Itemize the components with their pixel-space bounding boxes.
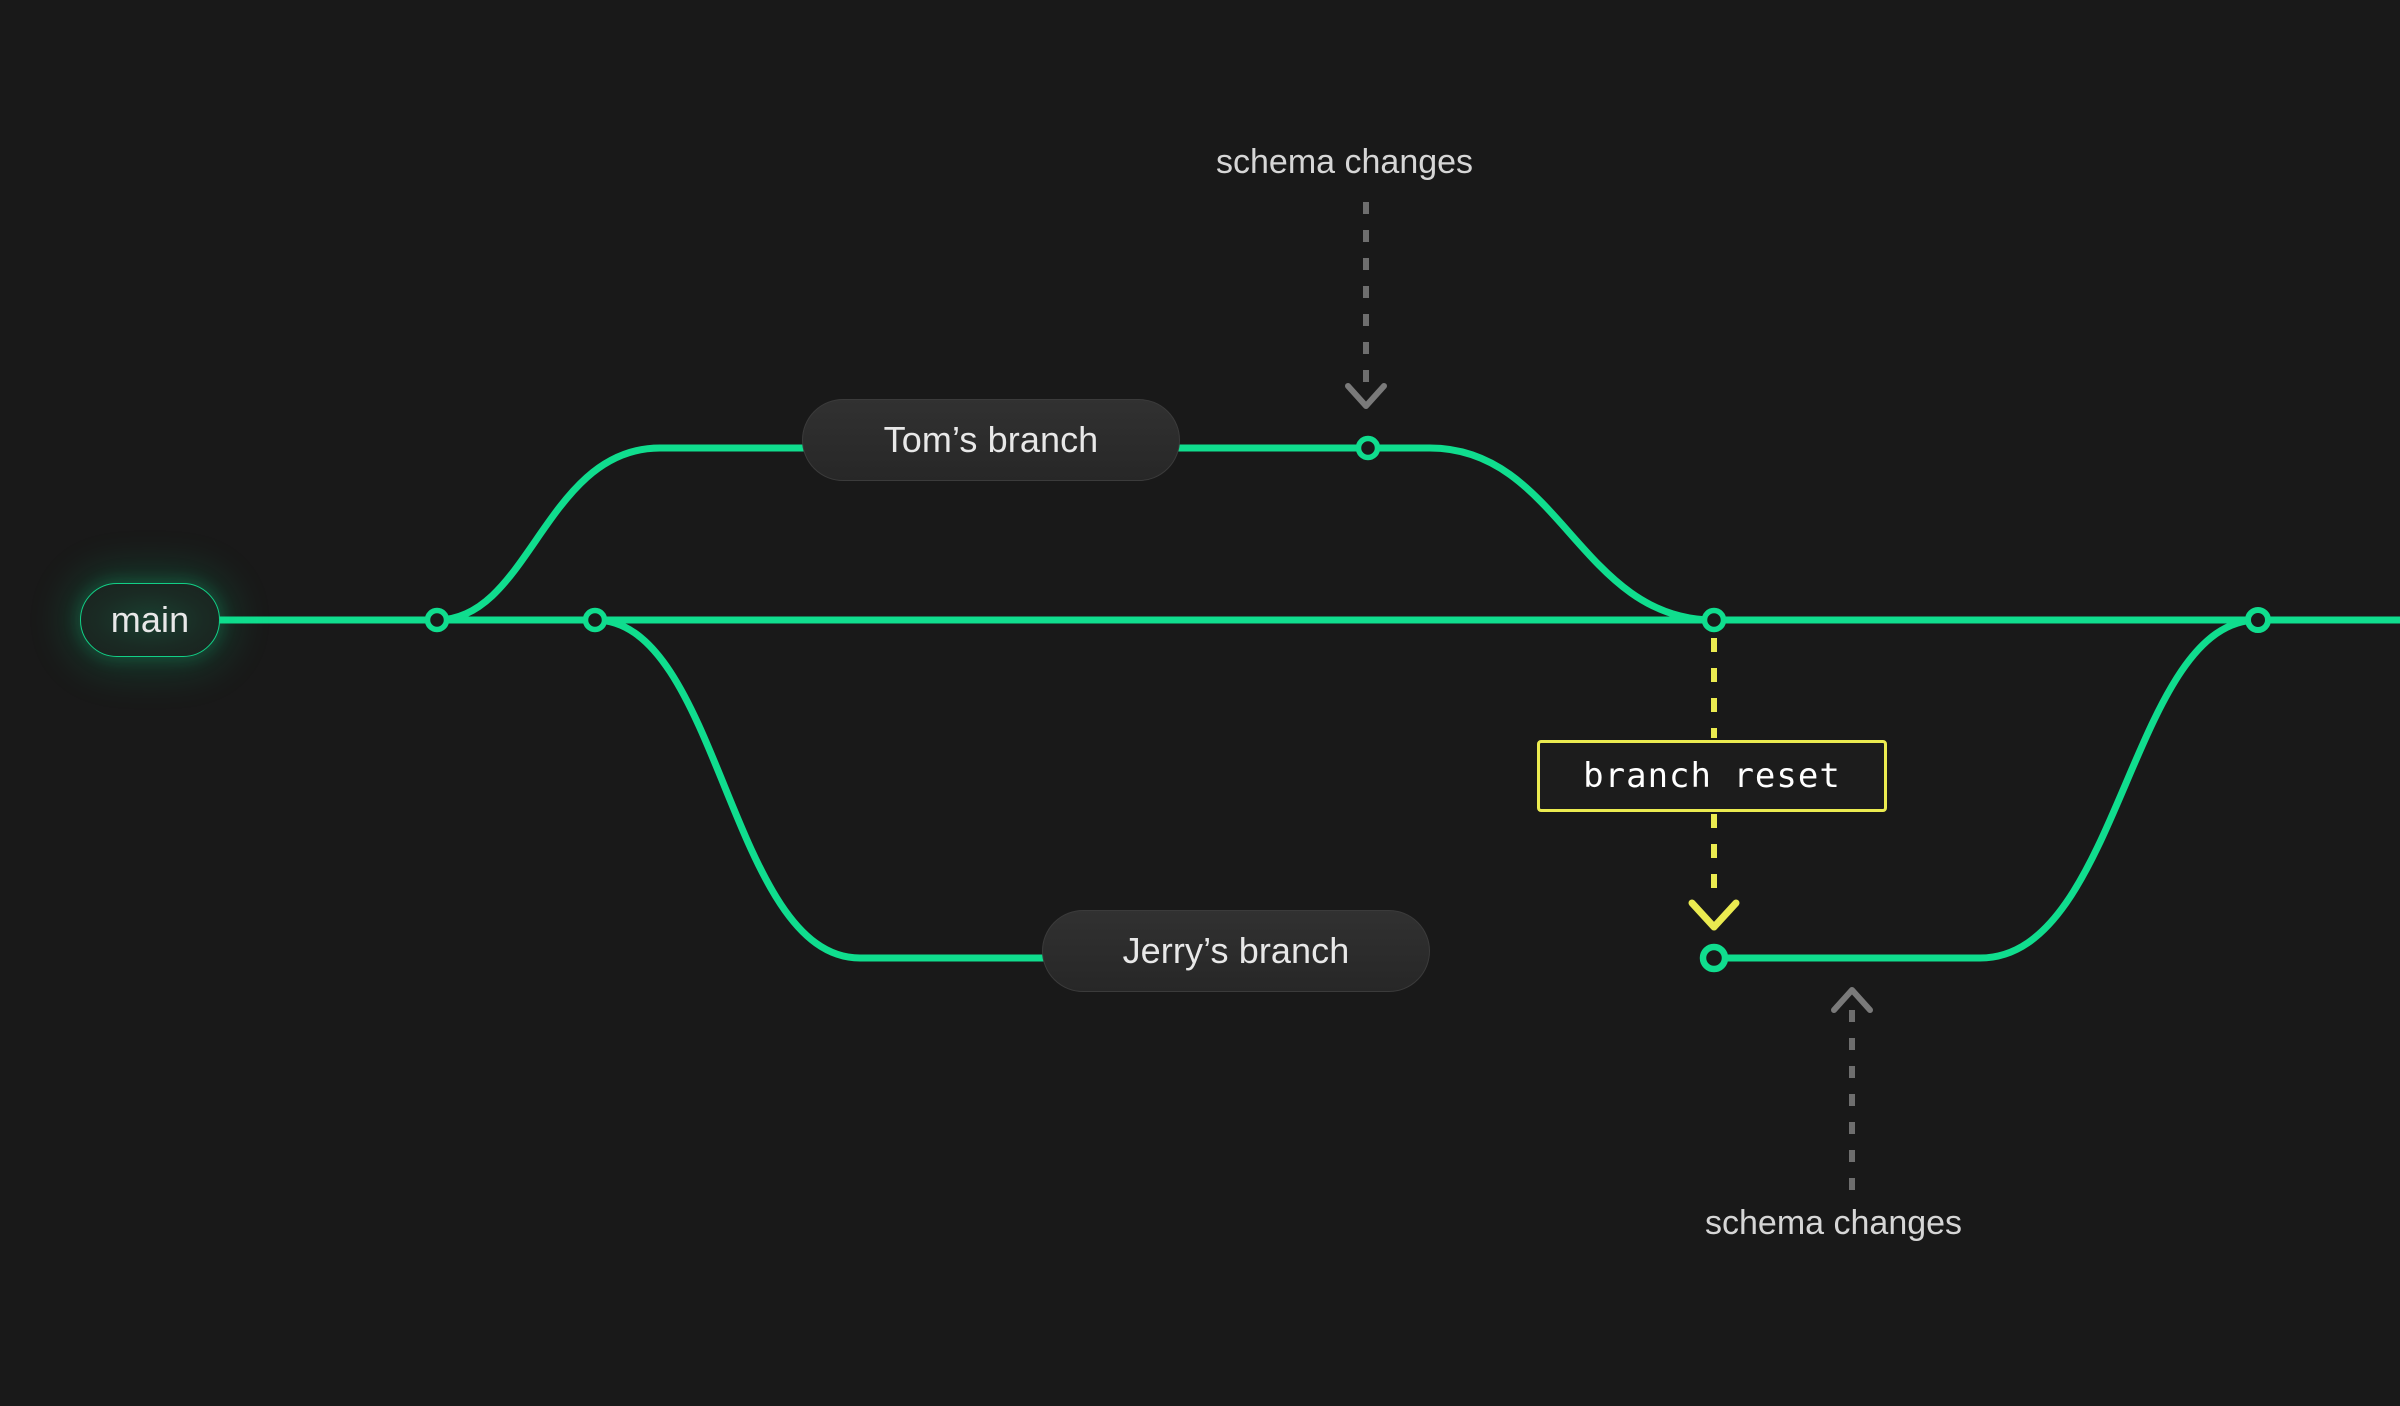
annotation-label-bottom: schema changes (1705, 1204, 1963, 1242)
commit-node-main-c1[interactable] (424, 607, 450, 633)
reset-arrowhead-icon (1688, 899, 1740, 931)
annotation-label-top: schema changes (1216, 143, 1474, 181)
edge-jerry-rejoin (1710, 616, 2262, 962)
edge-tom-line (1174, 444, 1718, 624)
branch-pill-jerry[interactable]: Jerry’s branch (1042, 910, 1430, 992)
edge-jerry-fork (591, 616, 1050, 962)
annotation-bottom-arrowhead-icon (1831, 987, 1873, 1013)
commit-node-jerry-c1[interactable] (1699, 943, 1729, 973)
branch-reset-callout[interactable]: branch reset (1537, 740, 1887, 812)
commit-node-main-c4[interactable] (2245, 607, 2271, 633)
commit-node-main-c3[interactable] (1701, 607, 1727, 633)
branch-pill-tom-label: Tom’s branch (883, 419, 1099, 460)
branch-reset-label: branch reset (1583, 756, 1841, 796)
edge-tom-fork (433, 444, 809, 624)
branch-pill-jerry-label: Jerry’s branch (1122, 930, 1350, 971)
branch-pill-main-label: main (110, 599, 190, 640)
commit-node-tom-c1[interactable] (1355, 435, 1381, 461)
commit-node-main-c2[interactable] (582, 607, 608, 633)
branch-pill-tom[interactable]: Tom’s branch (802, 399, 1180, 481)
annotation-top-arrowhead-icon (1345, 383, 1387, 409)
branch-pill-main[interactable]: main (80, 583, 220, 657)
